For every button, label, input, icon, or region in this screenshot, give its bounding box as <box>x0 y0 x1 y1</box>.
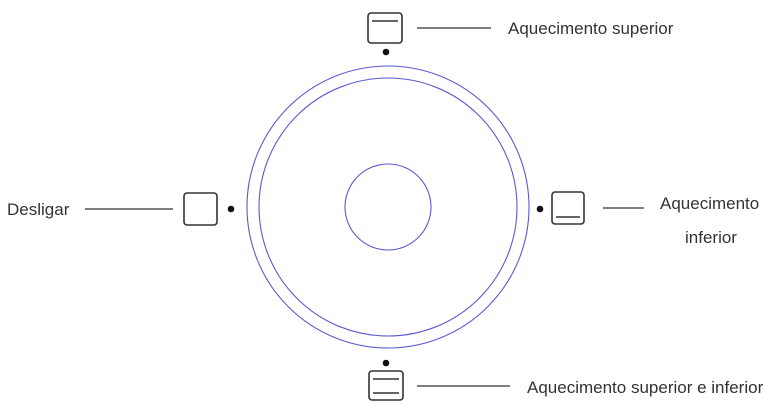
label-top-bottom-heating: Aquecimento superior e inferior <box>527 378 764 397</box>
label-bottom-heating-line2: inferior <box>685 228 737 247</box>
position-dot-right <box>536 205 544 213</box>
bottom-heat-icon <box>551 191 585 225</box>
mode-top-heating: Aquecimento superior <box>367 12 674 56</box>
mode-off: Desligar <box>7 192 235 226</box>
position-dot-top <box>382 48 390 56</box>
knob-center-circle <box>344 163 432 251</box>
label-bottom-heating-line1: Aquecimento <box>660 194 759 213</box>
top-heat-icon <box>367 12 403 44</box>
off-icon <box>183 192 218 226</box>
knob <box>246 65 530 349</box>
top-bottom-heat-icon <box>368 370 404 401</box>
knob-inner-ring <box>258 77 518 337</box>
label-off: Desligar <box>7 200 70 219</box>
mode-top-bottom-heating: Aquecimento superior e inferior <box>368 359 764 401</box>
position-dot-bottom <box>382 359 390 367</box>
mode-bottom-heating: Aquecimento inferior <box>536 191 759 247</box>
position-dot-left <box>227 205 235 213</box>
knob-outer-ring <box>246 65 530 349</box>
label-top-heating: Aquecimento superior <box>508 19 674 38</box>
